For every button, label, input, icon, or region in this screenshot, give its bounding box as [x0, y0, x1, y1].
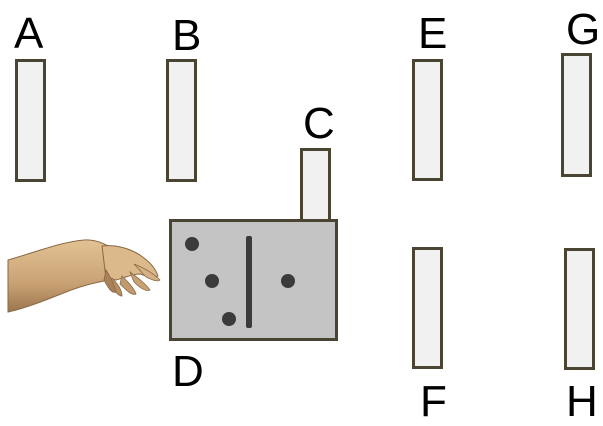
label-a: A: [14, 9, 44, 58]
bar-e[interactable]: [412, 59, 443, 181]
label-f: F: [420, 377, 447, 426]
label-e: E: [418, 9, 448, 58]
label-b: B: [172, 11, 202, 60]
bar-h[interactable]: [564, 248, 595, 370]
bar-a[interactable]: [15, 59, 46, 182]
dot-bottom-left: [222, 312, 236, 326]
label-c: C: [303, 99, 335, 148]
label-g: G: [566, 5, 601, 54]
bar-b[interactable]: [166, 59, 197, 182]
hand-icon: [7, 239, 161, 313]
label-h: H: [566, 377, 598, 426]
box-d[interactable]: [169, 219, 338, 341]
bar-f[interactable]: [412, 247, 443, 369]
bar-c[interactable]: [300, 148, 331, 222]
box-divider: [246, 236, 252, 328]
dot-middle-left: [205, 274, 219, 288]
label-d: D: [172, 347, 204, 396]
bar-g[interactable]: [561, 53, 592, 177]
dot-right: [281, 274, 295, 288]
dot-top-left: [185, 237, 199, 251]
